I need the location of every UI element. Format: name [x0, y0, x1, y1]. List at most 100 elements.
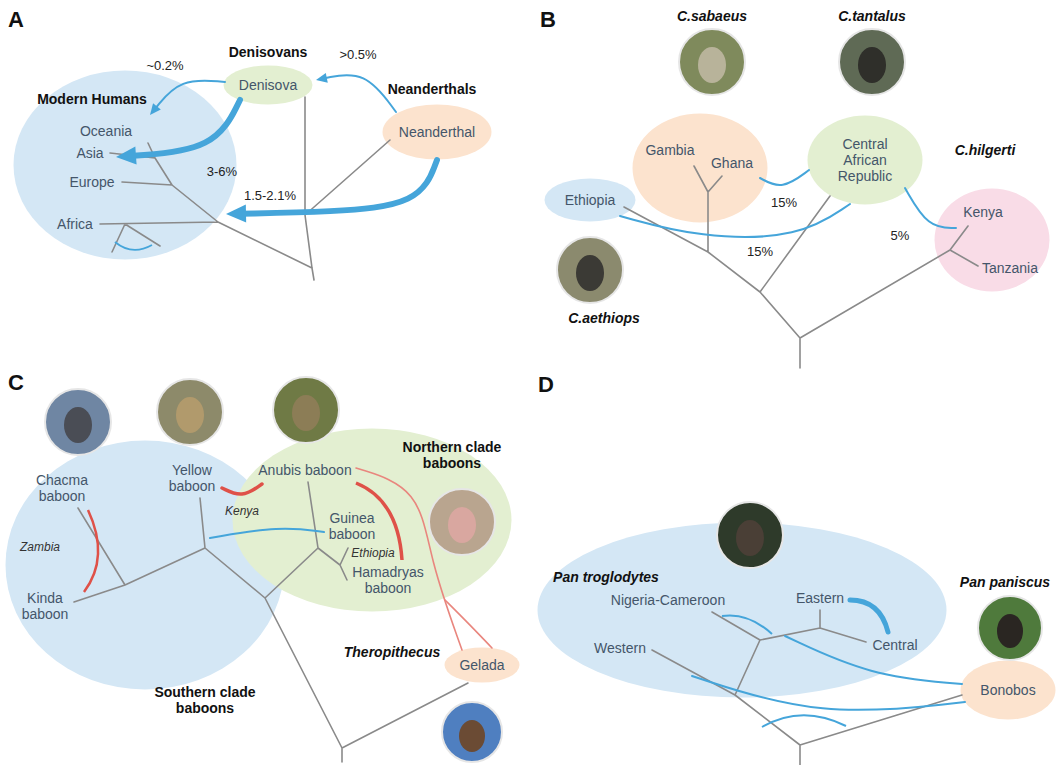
- group-heading: Northern clade baboons: [395, 439, 510, 471]
- region-fill: [633, 114, 768, 223]
- gene-flow-line: [324, 75, 396, 112]
- text-holder: Africa: [57, 216, 93, 232]
- gene-flow-line: [760, 170, 809, 185]
- population-label: Central African Republic: [825, 136, 905, 184]
- panel-letter: C: [8, 370, 24, 395]
- text-holder: C.aethiops: [568, 310, 640, 326]
- text-holder: C.hilgerti: [955, 142, 1016, 158]
- primate-face: [292, 395, 320, 431]
- text-holder: 1.5-2.1%: [244, 189, 296, 204]
- primate-photo: [45, 389, 111, 455]
- arrowhead: [316, 73, 328, 83]
- primate-face: [736, 520, 764, 556]
- text-holder: Modern Humans: [37, 91, 147, 107]
- primate-photo: [442, 702, 502, 762]
- population-label: Chacma baboon: [27, 472, 97, 504]
- population-label: Nigeria-Cameroon: [611, 592, 725, 608]
- region-fill: [233, 429, 512, 612]
- text-holder: Chacma baboon: [27, 472, 97, 504]
- region-ellipse: [537, 522, 947, 698]
- primate-face: [64, 407, 92, 443]
- gene-flow-line: [240, 160, 437, 214]
- text-holder: Kenya: [963, 204, 1003, 220]
- panel-letter: D: [538, 372, 554, 397]
- text-holder: Central: [872, 637, 917, 653]
- text-holder: Guinea baboon: [322, 510, 382, 542]
- flow-percentage: ~0.2%: [146, 59, 183, 74]
- text-holder: C.sabaeus: [677, 8, 747, 24]
- population-region: Bonobos: [960, 660, 1056, 720]
- region-ellipse: [934, 188, 1050, 292]
- gene-flow: [445, 600, 492, 648]
- text-holder: Anubis baboon: [258, 462, 351, 478]
- species-label: C.aethiops: [568, 310, 640, 326]
- population-label: Gelada: [459, 657, 504, 673]
- primate-face: [858, 47, 886, 83]
- flow-percentage: 1.5-2.1%: [244, 189, 296, 204]
- text-holder: Zambia: [20, 541, 60, 555]
- location-note: Kenya: [225, 505, 259, 519]
- region-fill: [538, 523, 947, 698]
- population-region: Central African Republic: [807, 115, 923, 205]
- group-heading: Southern clade baboons: [145, 684, 265, 716]
- text-holder: Northern clade baboons: [395, 439, 510, 471]
- text-holder: Southern clade baboons: [145, 684, 265, 716]
- population-label: Africa: [57, 216, 93, 232]
- population-region: C.hilgertiKenyaTanzania: [934, 188, 1050, 292]
- text-holder: Neanderthal: [399, 124, 475, 140]
- text-holder: Nigeria-Cameroon: [611, 592, 725, 608]
- region-fill: [545, 179, 636, 222]
- gene-flow: [760, 170, 809, 185]
- text-holder: 5%: [891, 229, 910, 244]
- population-label: Central: [872, 637, 917, 653]
- region-fill: [445, 648, 520, 683]
- gene-flow: [226, 160, 437, 223]
- text-holder: Pan troglodytes: [553, 569, 659, 585]
- population-region: DenisovansDenisova: [223, 65, 313, 105]
- primate-photo: [429, 489, 495, 555]
- text-holder: A: [8, 7, 24, 32]
- population-region: Modern HumansOceaniaAsiaEuropeAfrica: [13, 70, 237, 260]
- primate-face: [459, 720, 485, 752]
- primate-face: [698, 47, 726, 83]
- primate-face: [576, 255, 604, 291]
- population-region: Chacma baboonYellow baboonKinda baboonSo…: [5, 440, 285, 690]
- text-holder: C: [8, 370, 24, 395]
- population-label: Yellow baboon: [157, 462, 227, 494]
- region-fill: [224, 66, 313, 105]
- flow-percentage: 15%: [771, 196, 797, 211]
- species-label: C.sabaeus: [677, 8, 747, 24]
- population-label: Tanzania: [982, 260, 1038, 276]
- text-holder: 3-6%: [207, 165, 237, 180]
- gene-flow-line: [445, 600, 492, 648]
- location-note: Ethiopia: [351, 547, 394, 561]
- region-fill: [808, 116, 923, 205]
- taxon-heading: Pan troglodytes: [553, 569, 659, 585]
- text-holder: D: [538, 372, 554, 397]
- population-label: Gambia: [645, 142, 694, 158]
- arrowhead: [226, 205, 246, 223]
- flow-percentage: 15%: [747, 245, 773, 260]
- species-label: Pan paniscus: [960, 574, 1050, 590]
- region-fill: [383, 105, 492, 160]
- species-label: C.tantalus: [838, 8, 906, 24]
- text-holder: Denisovans: [229, 44, 308, 60]
- population-label: Guinea baboon: [322, 510, 382, 542]
- text-holder: C.tantalus: [838, 8, 906, 24]
- population-label: Neanderthal: [399, 124, 475, 140]
- text-holder: Eastern: [796, 590, 844, 606]
- population-region: GambiaGhana: [632, 113, 768, 223]
- text-holder: Asia: [76, 145, 103, 161]
- region-fill: [935, 189, 1050, 292]
- primate-photo: [157, 379, 223, 445]
- group-heading: Neanderthals: [388, 81, 477, 97]
- gene-flow: [316, 73, 396, 112]
- population-label: Kinda baboon: [15, 590, 75, 622]
- flow-percentage: 3-6%: [207, 165, 237, 180]
- population-label: Europe: [69, 174, 114, 190]
- text-holder: Gambia: [645, 142, 694, 158]
- population-region: NeanderthalsNeanderthal: [382, 104, 492, 160]
- text-holder: Tanzania: [982, 260, 1038, 276]
- location-note: Zambia: [20, 541, 60, 555]
